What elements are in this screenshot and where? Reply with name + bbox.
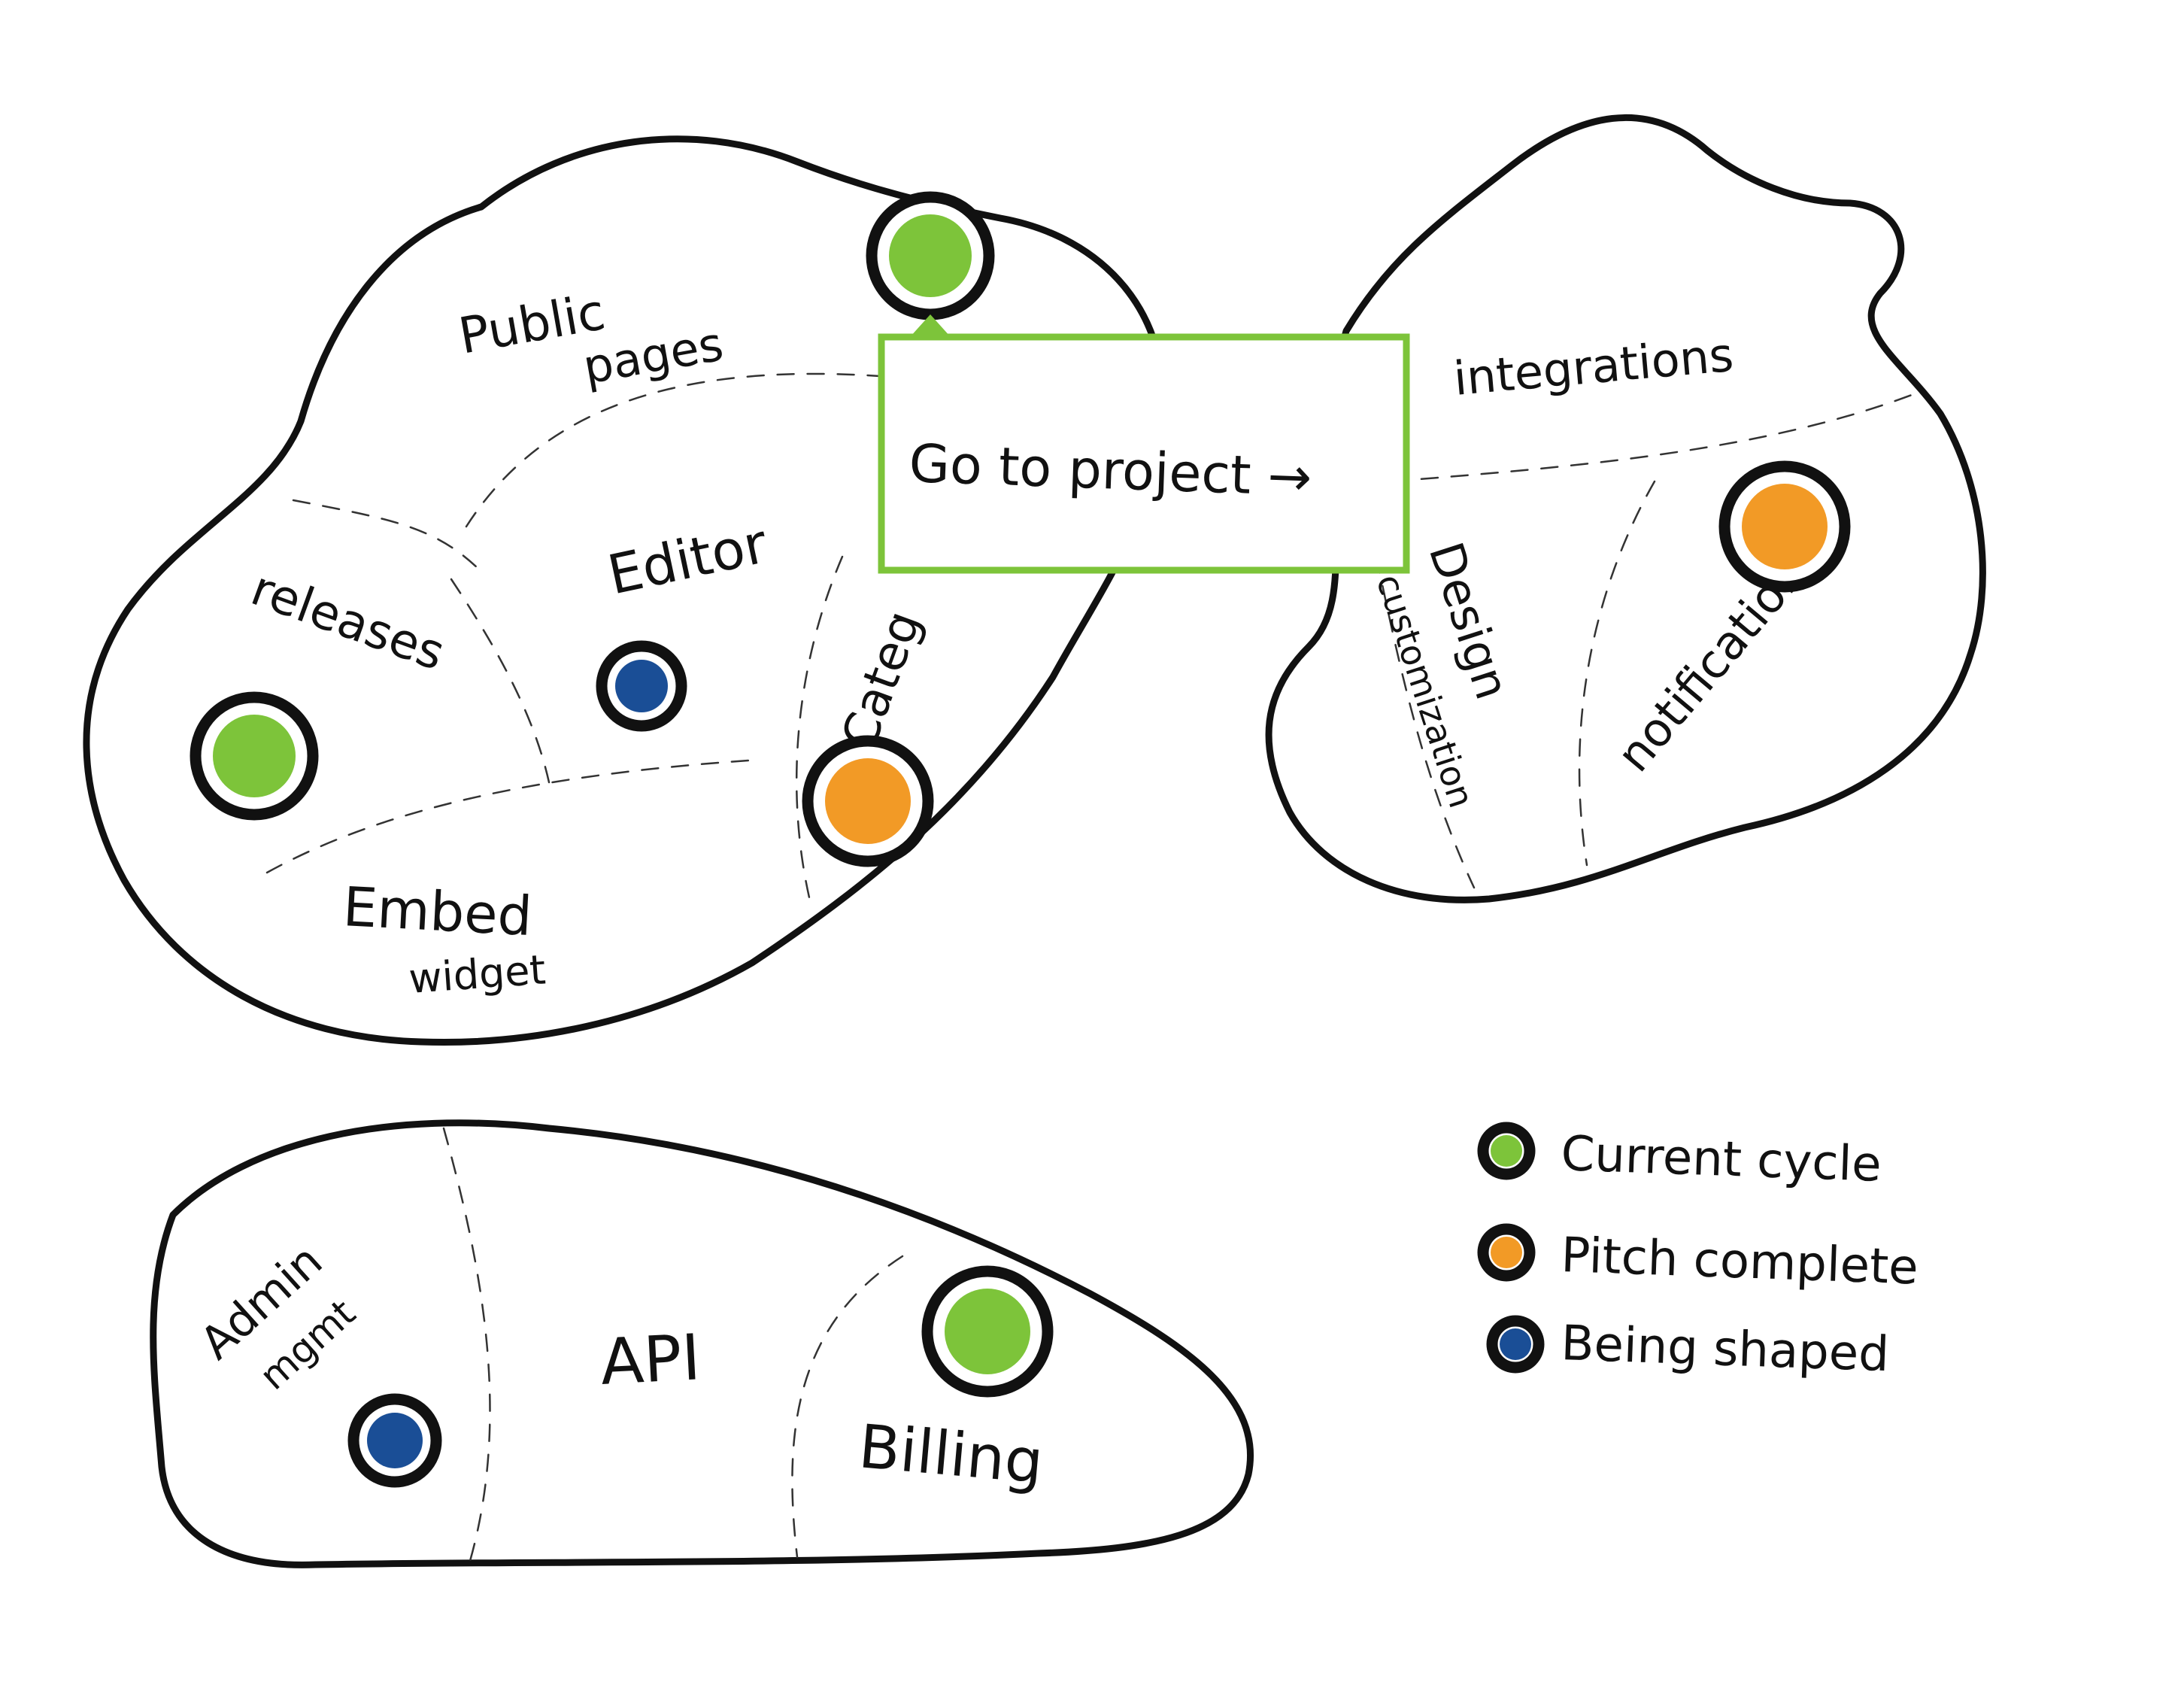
marker-admin-mgmt[interactable]: [347, 1393, 442, 1488]
divider-integrations: [1390, 390, 1923, 483]
legend: Current cycle Pitch complete Being shape…: [1477, 1122, 1919, 1383]
island-integrations: [1265, 114, 1986, 903]
legend-swatch-being-shaped: [1500, 1328, 1531, 1360]
legend-label-being-shaped: Being shaped: [1560, 1316, 1890, 1383]
legend-item-pitch-complete: Pitch complete: [1477, 1223, 1919, 1296]
island-integrations-outline: [1265, 114, 1986, 903]
label-billing: Billing: [856, 1411, 1045, 1497]
legend-item-current-cycle: Current cycle: [1477, 1122, 1882, 1193]
divider-releases-editor: [450, 578, 551, 784]
marker-notifications[interactable]: [1718, 460, 1851, 593]
divider-admin-api: [442, 1127, 491, 1562]
divider-public-editor: [465, 372, 881, 528]
marker-billing[interactable]: [921, 1265, 1054, 1398]
legend-item-being-shaped: Being shaped: [1486, 1315, 1890, 1383]
divider-public-pages: [292, 499, 483, 573]
legend-swatch-current-cycle: [1491, 1135, 1522, 1167]
callout-box: [878, 333, 1410, 574]
label-embed-line2: widget: [408, 946, 548, 1003]
marker-public-pages[interactable]: [866, 191, 995, 320]
divider-mid-horizontal: [265, 758, 761, 874]
go-to-project-label[interactable]: Go to project →: [908, 433, 1312, 509]
label-embed-line1: Embed: [341, 875, 533, 948]
divider-design-left: [1375, 555, 1476, 889]
legend-swatch-pitch-complete: [1491, 1237, 1522, 1268]
label-api: API: [599, 1320, 702, 1399]
go-to-project-callout[interactable]: Go to project →: [878, 314, 1410, 574]
legend-label-current-cycle: Current cycle: [1560, 1126, 1882, 1193]
callout-pointer: [910, 314, 951, 337]
divider-api-billing: [791, 1255, 904, 1559]
marker-editor[interactable]: [596, 640, 687, 732]
marker-categories[interactable]: [802, 735, 934, 867]
legend-label-pitch-complete: Pitch complete: [1560, 1228, 1919, 1296]
status-markers: [190, 191, 1851, 1488]
divider-design-notifications: [1578, 480, 1656, 867]
divider-editor-categories: [795, 555, 844, 912]
marker-releases[interactable]: [190, 691, 319, 821]
